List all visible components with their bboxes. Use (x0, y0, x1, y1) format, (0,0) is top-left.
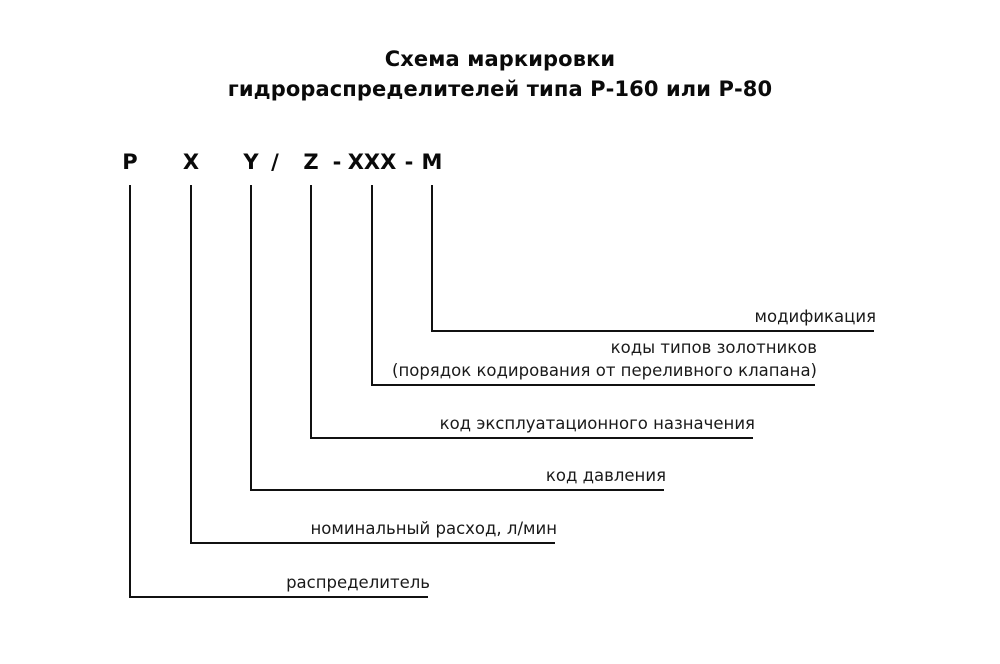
diagram-title-line-1: Схема маркировки (384, 47, 616, 71)
designation-token-7: - (404, 150, 414, 174)
callout-spool-type-codes-line-0: коды типов золотников (610, 338, 817, 357)
designation-token-2: Y (243, 150, 259, 174)
designation-token-8: M (421, 150, 443, 174)
diagram-title: Схема маркировки гидрораспределителей ти… (0, 44, 1000, 104)
callout-pressure-code-line-0: код давления (545, 466, 666, 485)
callout-service-application-code: код эксплуатационного назначения (440, 412, 755, 435)
callout-nominal-flow-line-0: номинальный расход, л/мин (310, 519, 558, 538)
designation-token-4: Z (303, 150, 319, 174)
leader-line-pressure-code (250, 185, 664, 491)
callout-spool-type-codes-line-1: (порядок кодирования от переливного клап… (392, 361, 817, 380)
leader-line-modification (431, 185, 874, 332)
callout-modification-line-0: модификация (754, 307, 876, 326)
callout-distributor-line-0: распределитель (286, 573, 430, 592)
diagram-title-line-2: гидрораспределителей типа Р-160 или Р-80 (227, 77, 773, 101)
callout-nominal-flow: номинальный расход, л/мин (311, 517, 558, 540)
leader-line-spool-type-codes (371, 185, 815, 386)
designation-token-0: Р (122, 150, 138, 174)
leader-line-nominal-flow (190, 185, 555, 544)
callout-distributor: распределитель (286, 571, 430, 594)
callout-spool-type-codes: коды типов золотников (порядок кодировани… (392, 336, 817, 382)
leader-line-distributor (129, 185, 428, 598)
designation-token-6: XXX (347, 150, 397, 174)
callout-pressure-code: код давления (546, 464, 666, 487)
designation-token-3: / (271, 150, 279, 174)
designation-token-1: X (182, 150, 200, 174)
leader-line-service-application-code (310, 185, 753, 439)
designation-token-5: - (332, 150, 342, 174)
callout-modification: модификация (755, 305, 876, 328)
callout-service-application-code-line-0: код эксплуатационного назначения (439, 414, 755, 433)
